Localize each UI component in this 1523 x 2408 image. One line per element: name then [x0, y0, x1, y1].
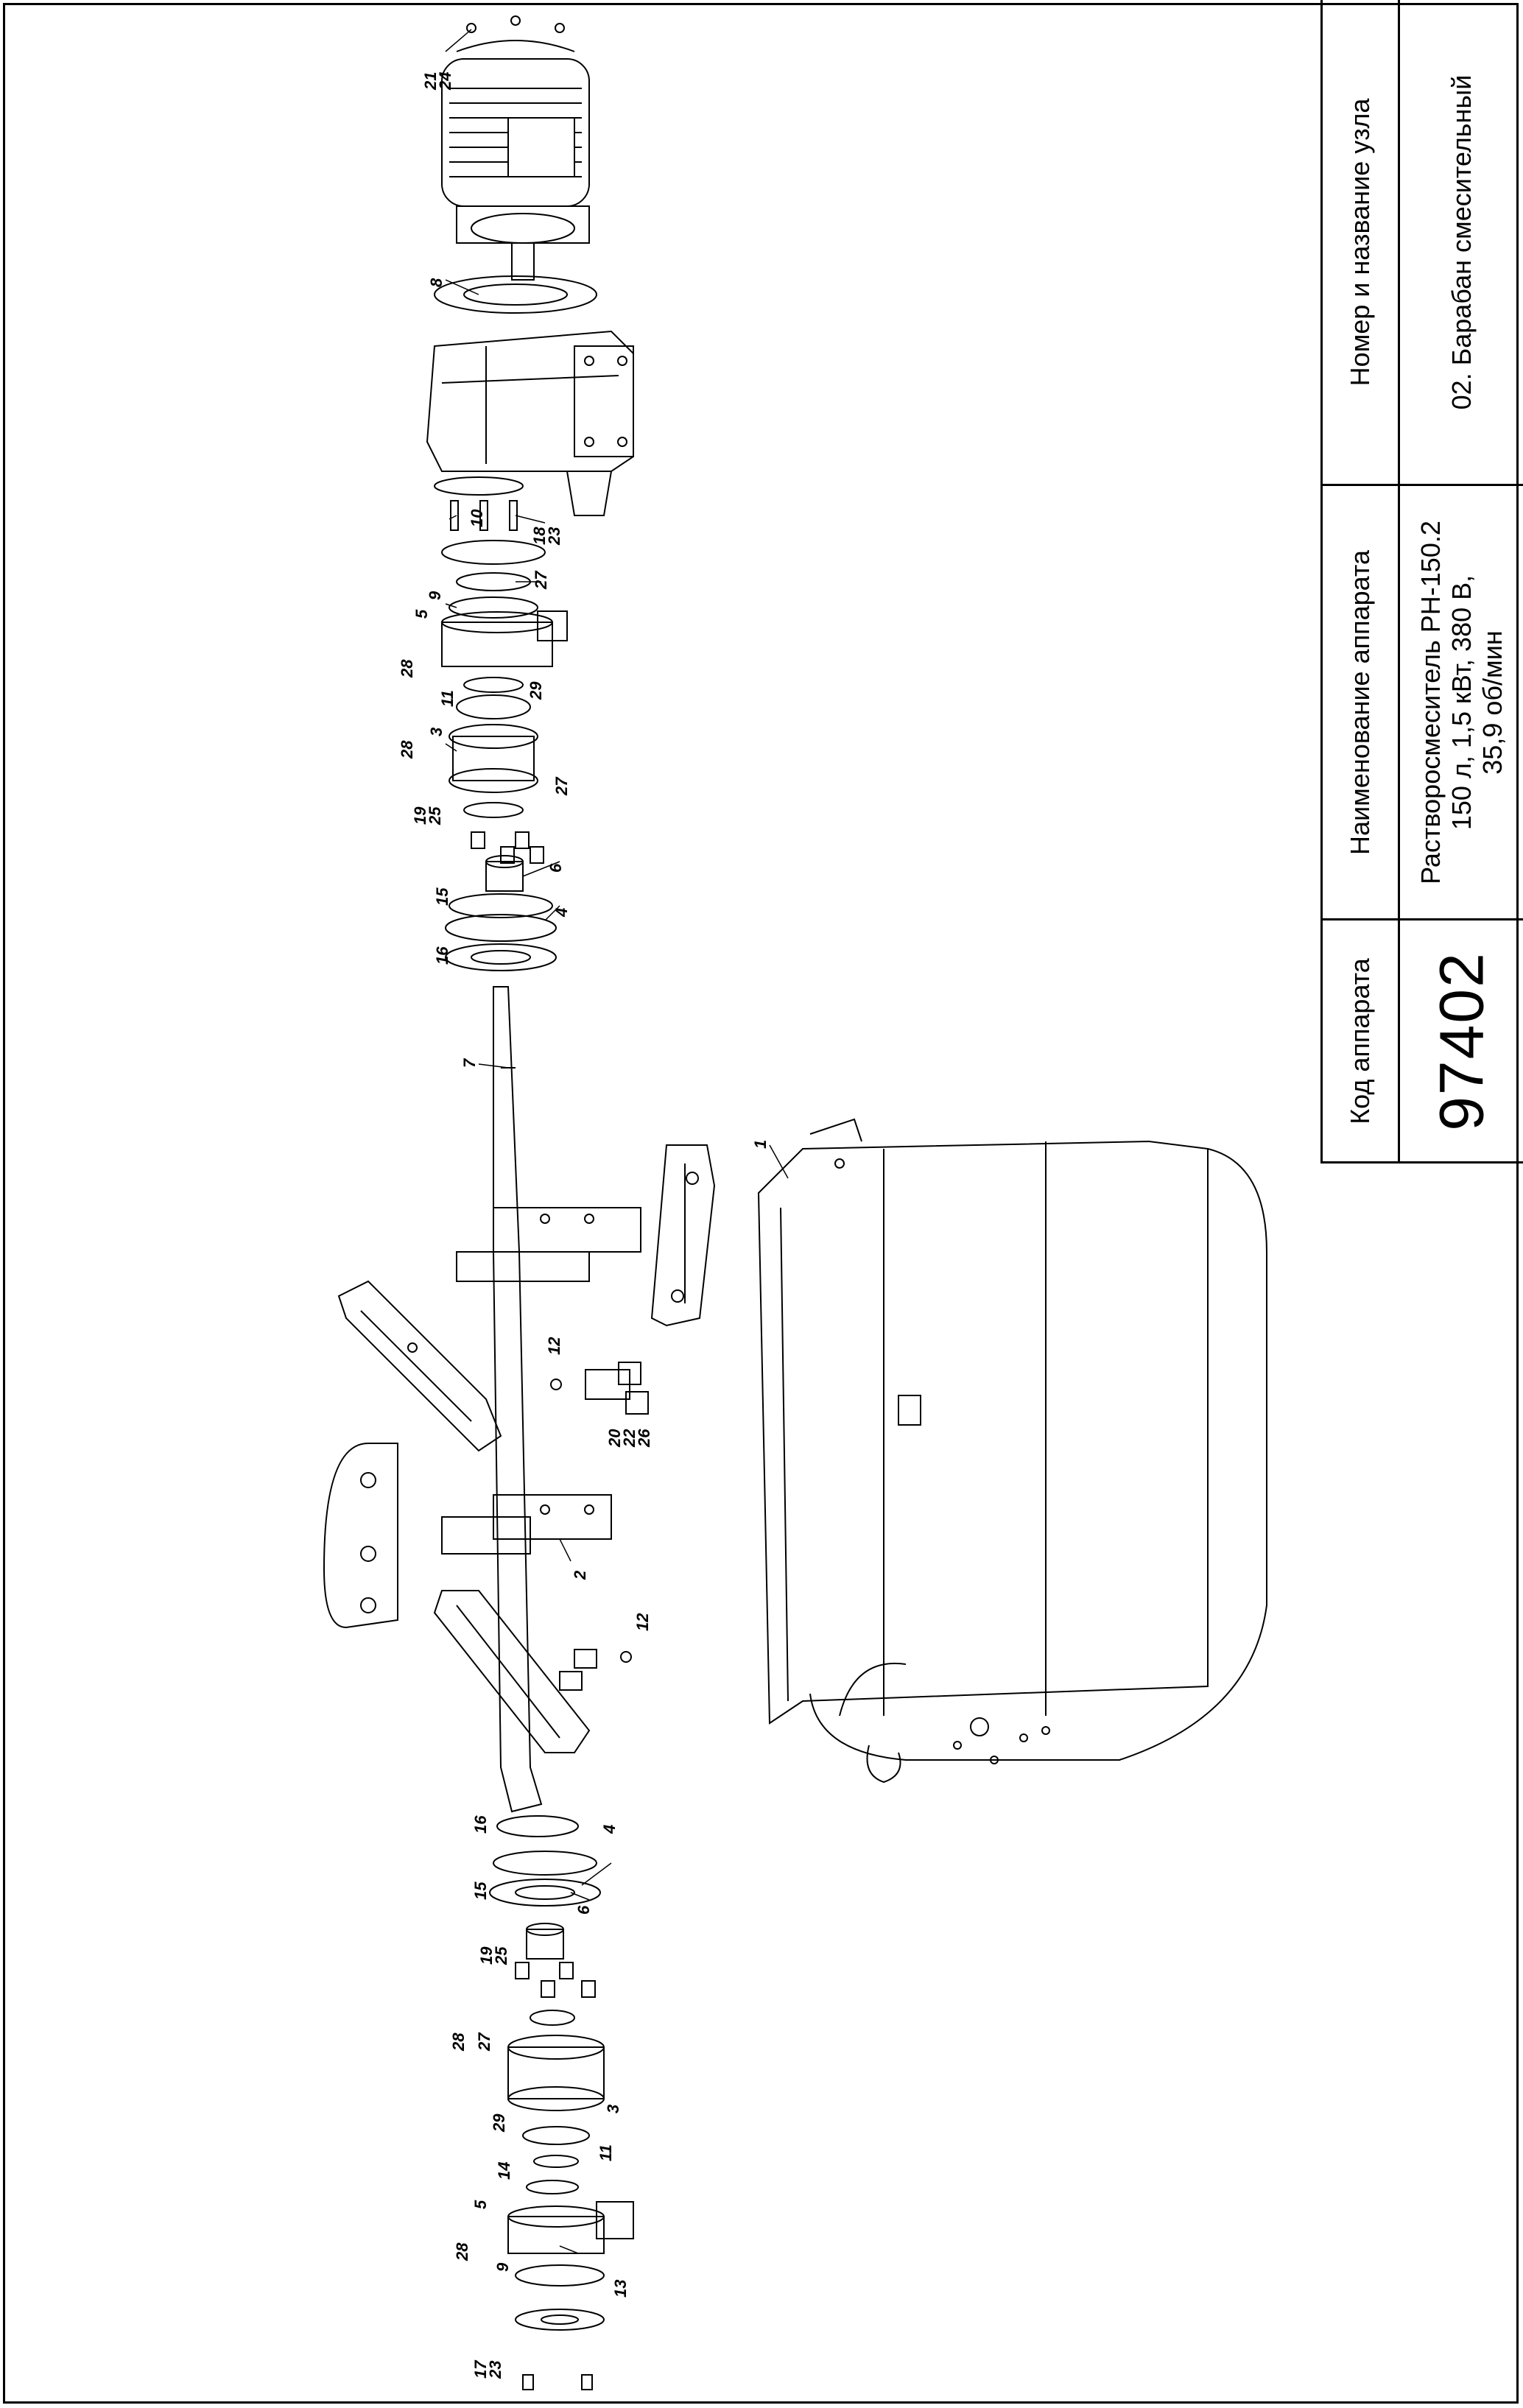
callout-label: 19 — [477, 1946, 496, 1965]
callout-label: 14 — [495, 2162, 513, 2180]
callout-label: 5 — [412, 609, 431, 619]
leader-lines — [445, 29, 789, 2254]
bolt-icon — [515, 1962, 596, 1998]
node-header: Номер и название узла — [1345, 98, 1375, 386]
node-header-cell: Номер и название узла — [1320, 0, 1398, 486]
callout-label: 12 — [633, 1613, 652, 1631]
callout-label: 8 — [427, 278, 446, 287]
name-line: 150 л, 1,5 кВт, 380 В, — [1446, 574, 1477, 830]
callout-label: 3 — [604, 2105, 622, 2113]
callout-label: 12 — [545, 1337, 563, 1355]
callout-label: 22 — [620, 1429, 639, 1448]
callouts: 21 24 8 10 18 23 27 9 5 28 29 11 3 28 27… — [398, 72, 770, 2379]
callout-label: 7 — [460, 1057, 479, 1068]
callout-label: 15 — [471, 1881, 490, 1900]
blade-icon — [323, 1443, 398, 1629]
bolt-icon — [471, 831, 544, 864]
bracket-icon — [441, 1207, 641, 1555]
blade-icon — [650, 1144, 716, 1327]
name-line: 35,9 об/мин — [1477, 630, 1508, 775]
callout-label: 2 — [571, 1570, 589, 1580]
callout-label: 28 — [398, 740, 416, 759]
callout-label: 4 — [552, 908, 571, 918]
callout-label: 5 — [471, 2200, 490, 2209]
callout-label: 1 — [751, 1140, 770, 1149]
callout-label: 29 — [527, 681, 545, 700]
node-value-cell: 02. Барабан смесительный — [1398, 0, 1523, 486]
drum-icon — [757, 1118, 1267, 1784]
code-header: Код аппарата — [1345, 957, 1375, 1124]
name-value-cell: Растворосмеситель РН-150.2 150 л, 1,5 кВ… — [1398, 486, 1523, 920]
title-block: Номер и название узла 02. Барабан смесит… — [1320, 0, 1523, 1163]
coupling-icon — [485, 855, 524, 892]
callout-label: 23 — [486, 2361, 504, 2379]
flange-icon — [434, 275, 597, 314]
callout-label: 27 — [532, 570, 550, 590]
bolt-icon — [550, 1362, 649, 1691]
coupling-icon — [526, 1923, 564, 1960]
callout-label: 16 — [433, 946, 451, 965]
callout-label: 23 — [545, 527, 563, 546]
callout-label: 15 — [433, 887, 451, 906]
callout-label: 19 — [411, 806, 429, 825]
blade-icon — [337, 1280, 502, 1452]
callout-label: 13 — [611, 2280, 630, 2298]
callout-label: 9 — [426, 591, 444, 600]
callout-label: 25 — [492, 1946, 510, 1965]
code-value-cell: 97402 — [1398, 920, 1523, 1163]
callout-label: 17 — [471, 2359, 490, 2379]
callout-label: 27 — [475, 2032, 493, 2052]
callout-label: 9 — [493, 2262, 512, 2272]
callout-label: 6 — [546, 863, 565, 873]
gearbox-icon — [426, 330, 634, 516]
callout-label: 28 — [398, 659, 416, 678]
shaft-icon — [493, 986, 543, 1813]
callout-label: 11 — [438, 690, 457, 707]
name-line: Растворосмеситель РН-150.2 — [1415, 520, 1446, 884]
code-header-cell: Код аппарата — [1320, 920, 1398, 1163]
node-value: 02. Барабан смесительный — [1446, 74, 1477, 409]
callout-label: 4 — [600, 1825, 619, 1834]
drawing-frame — [3, 3, 1519, 2404]
bearing-housing-icon — [507, 2010, 634, 2331]
callout-label: 6 — [574, 1905, 593, 1915]
callout-label: 26 — [635, 1429, 653, 1448]
callout-label: 28 — [453, 2242, 471, 2261]
callout-label: 24 — [436, 72, 454, 91]
motor-icon — [441, 15, 590, 281]
callout-label: 21 — [421, 72, 440, 91]
flange-icon — [445, 893, 557, 971]
callout-label: 3 — [427, 728, 446, 736]
flange-icon — [489, 1815, 601, 1907]
code-value: 97402 — [1427, 951, 1496, 1131]
callout-label: 20 — [605, 1429, 624, 1448]
name-header: Наименование аппарата — [1345, 549, 1375, 855]
callout-label: 11 — [597, 2144, 615, 2161]
blade-icon — [433, 1590, 591, 1753]
callout-label: 16 — [471, 1815, 490, 1834]
bolt-icon — [522, 2374, 593, 2390]
callout-label: 18 — [530, 527, 549, 545]
callout-label: 28 — [449, 2032, 468, 2052]
callout-label: 10 — [468, 509, 486, 527]
name-header-cell: Наименование аппарата — [1320, 486, 1398, 920]
callout-label: 25 — [426, 806, 444, 825]
callout-label: 29 — [490, 2113, 508, 2133]
name-value: Растворосмеситель РН-150.2 150 л, 1,5 кВ… — [1415, 521, 1508, 884]
callout-label: 27 — [552, 776, 571, 796]
